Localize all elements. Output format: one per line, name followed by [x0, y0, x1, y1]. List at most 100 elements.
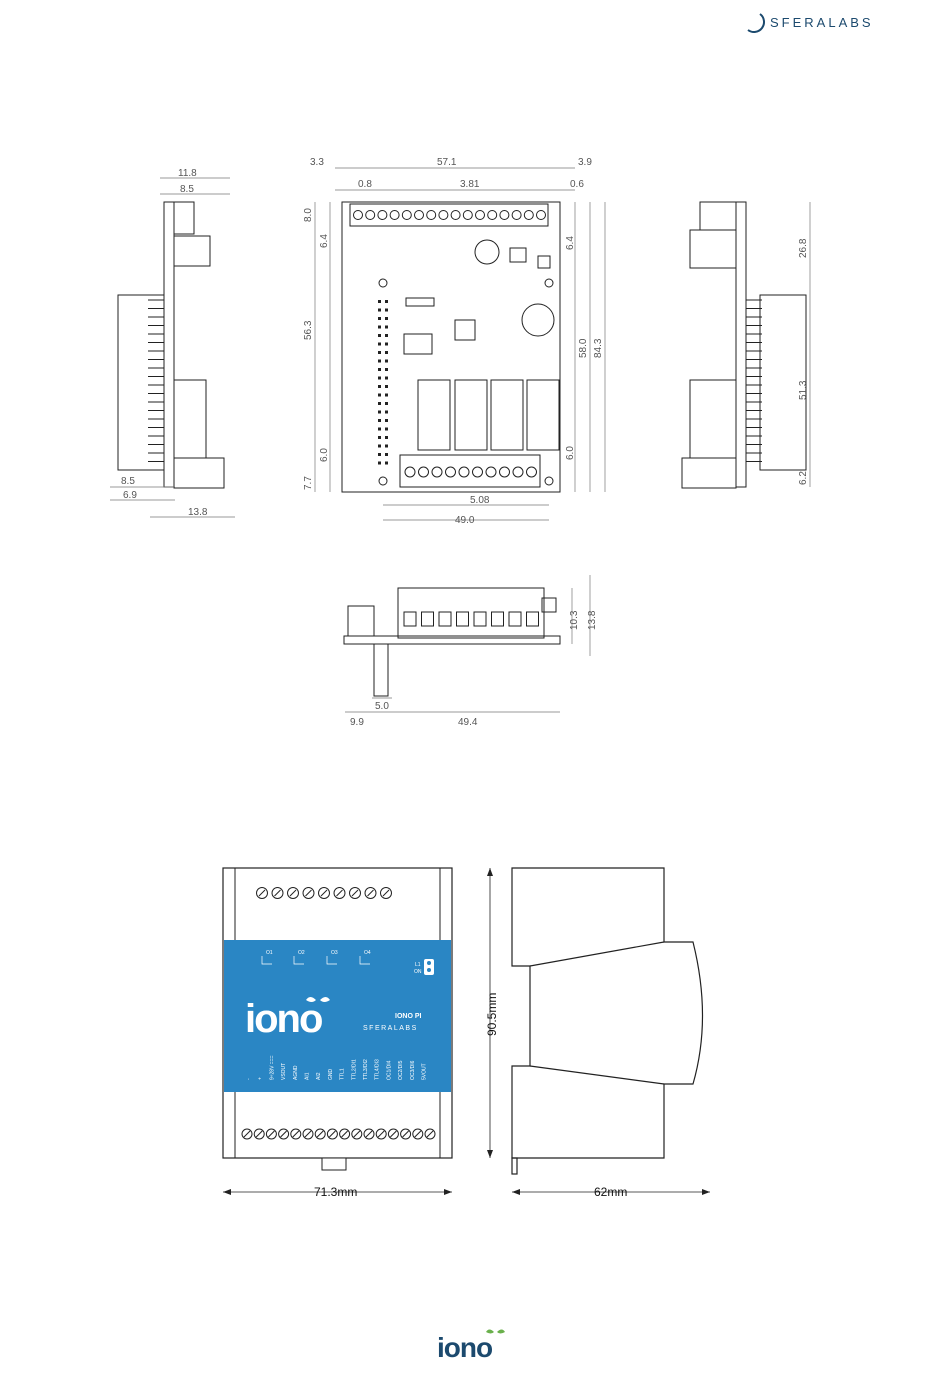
terminal-label: 9÷28V ===: [269, 1055, 275, 1080]
screw-slot: [258, 889, 266, 897]
terminal-label: OC3/DI6: [410, 1060, 416, 1080]
gpio-pin: [385, 393, 388, 397]
battery-holder: [521, 303, 555, 337]
screw-icon: [472, 466, 483, 478]
gpio-pin: [378, 359, 381, 363]
enclosure-side-view: [511, 867, 710, 1195]
gpio-pin: [385, 461, 388, 465]
relay: [454, 379, 488, 451]
dim-label: 5.08: [470, 495, 490, 506]
front-panel: [224, 940, 451, 1092]
gpio-pin: [385, 325, 388, 329]
din-clip: [321, 1157, 347, 1171]
screw-icon: [401, 210, 412, 220]
gpio-pin: [385, 376, 388, 380]
terminal-slot: [526, 611, 539, 627]
dim-label: 49.4: [458, 717, 478, 728]
relay-side: [689, 379, 737, 459]
gpio-pin: [385, 402, 388, 405]
screw-icon: [431, 466, 443, 478]
gpio-pin: [378, 393, 381, 397]
terminal-slot: [473, 611, 487, 627]
header-side: [347, 605, 375, 637]
terminal-label: TTL1: [340, 1068, 346, 1080]
output-indicators: O1 O2 O3 O4: [261, 950, 371, 965]
dim-label: 26.8: [798, 238, 809, 258]
screw-slot: [390, 1130, 397, 1138]
relay: [417, 379, 451, 451]
footer-logo: iono: [437, 1332, 493, 1363]
terminal-label: TTL2/DI1: [351, 1059, 357, 1080]
screw-icon: [523, 210, 534, 220]
screw-icon: [499, 210, 510, 220]
panel-brand: SFERALABS: [363, 1025, 418, 1032]
gpio-pin: [378, 419, 381, 422]
product-logo: iono: [245, 997, 322, 1041]
terminal-side: [699, 201, 737, 231]
screw-icon: [462, 210, 473, 220]
screw-icon: [450, 210, 461, 220]
gpio-pin: [385, 300, 388, 303]
ic-chip: [403, 333, 433, 355]
screw-slot: [274, 889, 281, 897]
gpio-pin: [378, 385, 381, 388]
screw-slot: [367, 889, 374, 897]
dim-label: 8.0: [303, 208, 314, 222]
dim-label: 6.2: [798, 471, 809, 485]
brand-name: SFERALABS: [770, 15, 874, 30]
terminal-label: -: [246, 1078, 252, 1080]
bottom-terminal-side: [173, 457, 225, 489]
screw-icon: [418, 466, 429, 478]
component-side: [541, 597, 557, 613]
screw-icon: [458, 466, 470, 478]
dim-label: 5.0: [375, 701, 389, 712]
screw-slot: [353, 1130, 361, 1138]
dim-label: 6.4: [565, 236, 576, 250]
pcb-bottom-view: [343, 575, 591, 713]
pcb-top-dimensions: 3.3 57.1 3.9 0.8 3.81 0.6 8.0 6.4 56.3 6…: [303, 157, 604, 526]
pcb-edge: [343, 635, 561, 645]
screw-slot: [243, 1130, 251, 1138]
top-terminal-block: [349, 203, 549, 227]
dim-label: 7.7: [303, 476, 314, 490]
gpio-pin: [378, 427, 381, 431]
terminal-label: AI2: [316, 1072, 322, 1080]
gpio-pin: [385, 308, 388, 312]
screw-slot: [341, 1130, 348, 1138]
dim-label: 3.9: [578, 157, 592, 168]
led-window: [424, 959, 434, 975]
led-label: L1: [415, 962, 421, 968]
terminal-slot: [456, 611, 469, 627]
output-label: O1: [266, 950, 273, 956]
height-dimension: 90.5mm: [485, 993, 499, 1036]
dim-label: 0.8: [358, 179, 372, 190]
screw-icon: [365, 210, 376, 220]
screw-icon: [475, 210, 485, 220]
ic-chip: [454, 319, 476, 341]
screw-slot: [255, 1130, 263, 1138]
dim-label: 8.5: [121, 476, 135, 487]
pcb-left-side-view: [110, 177, 235, 518]
screw-slot: [320, 889, 328, 897]
gpio-pin: [385, 427, 388, 431]
pcb-right-dimensions: 26.8 51.3 6.2: [798, 238, 809, 485]
dim-label: 3.81: [460, 179, 480, 190]
gpio-pin-side: [373, 643, 389, 697]
screw-slot: [382, 889, 390, 897]
screw-icon: [426, 210, 437, 220]
gpio-pin: [378, 351, 381, 354]
screw-icon: [353, 210, 363, 220]
screw-slot: [351, 889, 359, 897]
screw-icon: [536, 210, 546, 220]
dim-label: 6.4: [319, 234, 330, 248]
dim-label: 8.5: [180, 184, 194, 195]
screw-icon: [445, 466, 456, 478]
dim-label: 56.3: [303, 320, 314, 340]
led-label: ON: [414, 969, 422, 975]
terminal-slot: [438, 611, 452, 627]
relay: [526, 379, 560, 451]
product-name: IONO PI: [395, 1013, 422, 1020]
screw-slot: [280, 1130, 287, 1138]
screw-slot: [316, 1130, 324, 1138]
gpio-pin: [378, 317, 381, 320]
